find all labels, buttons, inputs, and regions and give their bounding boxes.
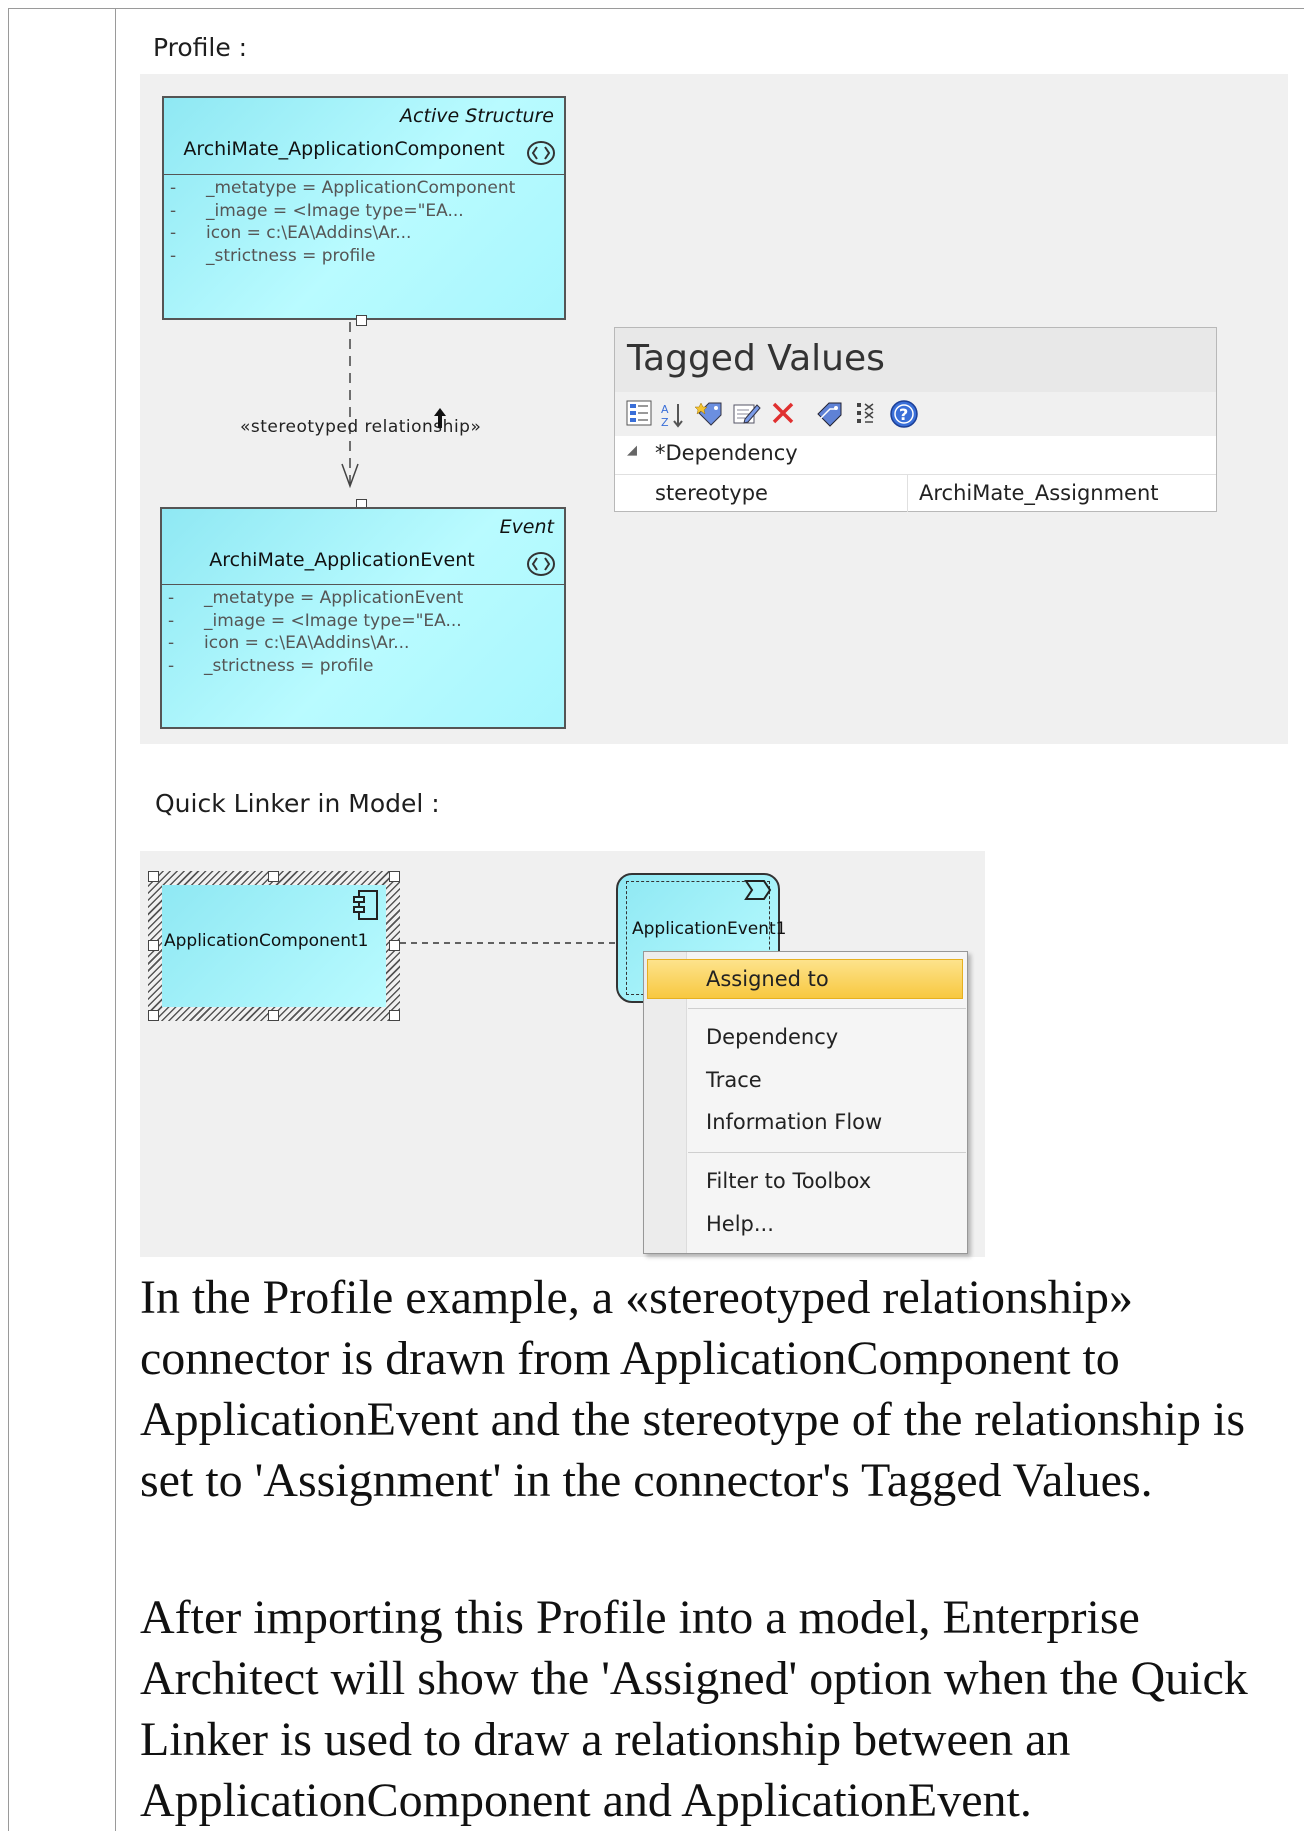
event-class[interactable]: Event ArchiMate_ApplicationEvent -_metat… xyxy=(160,507,566,729)
resize-handle[interactable] xyxy=(148,940,159,951)
event-class-divider xyxy=(162,584,564,585)
resize-handle[interactable] xyxy=(148,871,159,882)
connector-source-handle[interactable] xyxy=(356,315,367,326)
resize-handle[interactable] xyxy=(389,1010,400,1021)
tagged-values-header: Tagged Values xyxy=(615,328,1216,392)
event-class-name: ArchiMate_ApplicationEvent xyxy=(209,549,475,571)
component-class-icon xyxy=(526,140,556,172)
paragraph-profile-example: In the Profile example, a «stereotyped r… xyxy=(140,1271,1246,1507)
resize-handle[interactable] xyxy=(389,871,400,882)
component-icon xyxy=(353,889,381,925)
table-column-divider xyxy=(115,8,116,1831)
mouse-cursor-icon xyxy=(432,406,448,434)
component-class-name: ArchiMate_ApplicationComponent xyxy=(183,138,505,160)
paragraph-import-profile: After importing this Profile into a mode… xyxy=(140,1591,1248,1827)
table-row[interactable]: stereotype ArchiMate_Assignment xyxy=(615,474,1216,512)
quick-linker-caption: Quick Linker in Model : xyxy=(155,789,440,818)
svg-text:Z: Z xyxy=(661,416,669,429)
menu-separator xyxy=(688,1152,966,1153)
menu-item-trace[interactable]: Trace xyxy=(706,1068,762,1092)
attribute-row: -_image = <Image type="EA... xyxy=(170,200,464,221)
help-icon[interactable]: ? xyxy=(889,399,919,436)
table-border-top xyxy=(8,8,1304,9)
attribute-row: -_strictness = profile xyxy=(168,655,374,676)
event-class-keyword: Event xyxy=(499,516,554,538)
menu-gutter xyxy=(644,952,687,1253)
resize-handle[interactable] xyxy=(148,1010,159,1021)
attribute-row: -_image = <Image type="EA... xyxy=(168,610,462,631)
attribute-row: -icon = c:\EA\Addins\Ar... xyxy=(168,633,410,653)
edit-tag-icon[interactable] xyxy=(731,399,761,434)
resize-handle[interactable] xyxy=(389,940,400,951)
menu-item-information-flow[interactable]: Information Flow xyxy=(706,1110,883,1134)
component-class-divider xyxy=(164,174,564,175)
connector-label: «stereotyped relationship» xyxy=(240,417,482,437)
menu-item-filter-to-toolbox[interactable]: Filter to Toolbox xyxy=(706,1169,872,1193)
show-details-icon[interactable] xyxy=(853,399,881,434)
delete-icon[interactable] xyxy=(769,399,797,434)
svg-text:?: ? xyxy=(899,405,908,424)
application-component-label: ApplicationComponent1 xyxy=(164,931,369,951)
tagged-values-title: Tagged Values xyxy=(627,338,885,379)
categorized-icon[interactable] xyxy=(625,399,653,434)
event-class-attributes: -_metatype = ApplicationEvent -_image = … xyxy=(168,587,463,677)
tag-group-icon[interactable] xyxy=(815,399,845,436)
resize-handle[interactable] xyxy=(268,871,279,882)
attribute-row: -_metatype = ApplicationComponent xyxy=(170,178,516,198)
component-class[interactable]: Active Structure ArchiMate_ApplicationCo… xyxy=(162,96,566,320)
quick-linker-context-menu: Assigned to Dependency Trace Information… xyxy=(643,951,968,1254)
menu-separator xyxy=(688,1008,966,1009)
collapse-triangle-icon[interactable]: ◢ xyxy=(627,443,637,458)
attribute-row: -_strictness = profile xyxy=(170,245,376,266)
stereotyped-connector[interactable] xyxy=(290,314,410,494)
resize-handle[interactable] xyxy=(268,1010,279,1021)
event-class-icon xyxy=(526,551,556,583)
tag-value: ArchiMate_Assignment xyxy=(919,481,1159,505)
new-tag-icon[interactable] xyxy=(694,399,725,434)
event-icon xyxy=(744,879,772,905)
application-event-label: ApplicationEvent1 xyxy=(632,919,787,939)
component-class-keyword: Active Structure xyxy=(400,105,554,127)
application-component-element[interactable] xyxy=(162,885,386,1007)
attribute-row: -icon = c:\EA\Addins\Ar... xyxy=(170,223,412,243)
tag-name: stereotype xyxy=(655,481,768,505)
menu-item-dependency[interactable]: Dependency xyxy=(706,1025,839,1049)
menu-item-assigned-to[interactable]: Assigned to xyxy=(706,967,829,991)
table-border-left xyxy=(8,8,9,1831)
menu-item-help[interactable]: Help... xyxy=(706,1212,774,1236)
tagged-values-group-row[interactable]: ◢ *Dependency xyxy=(615,436,1216,472)
attribute-row: -_metatype = ApplicationEvent xyxy=(168,588,464,608)
menu-highlight xyxy=(647,959,963,999)
column-divider xyxy=(907,475,908,512)
component-class-attributes: -_metatype = ApplicationComponent -_imag… xyxy=(170,177,515,267)
tagged-values-group-name: *Dependency xyxy=(655,441,798,465)
svg-text:A: A xyxy=(661,403,669,416)
profile-caption: Profile : xyxy=(153,33,248,62)
